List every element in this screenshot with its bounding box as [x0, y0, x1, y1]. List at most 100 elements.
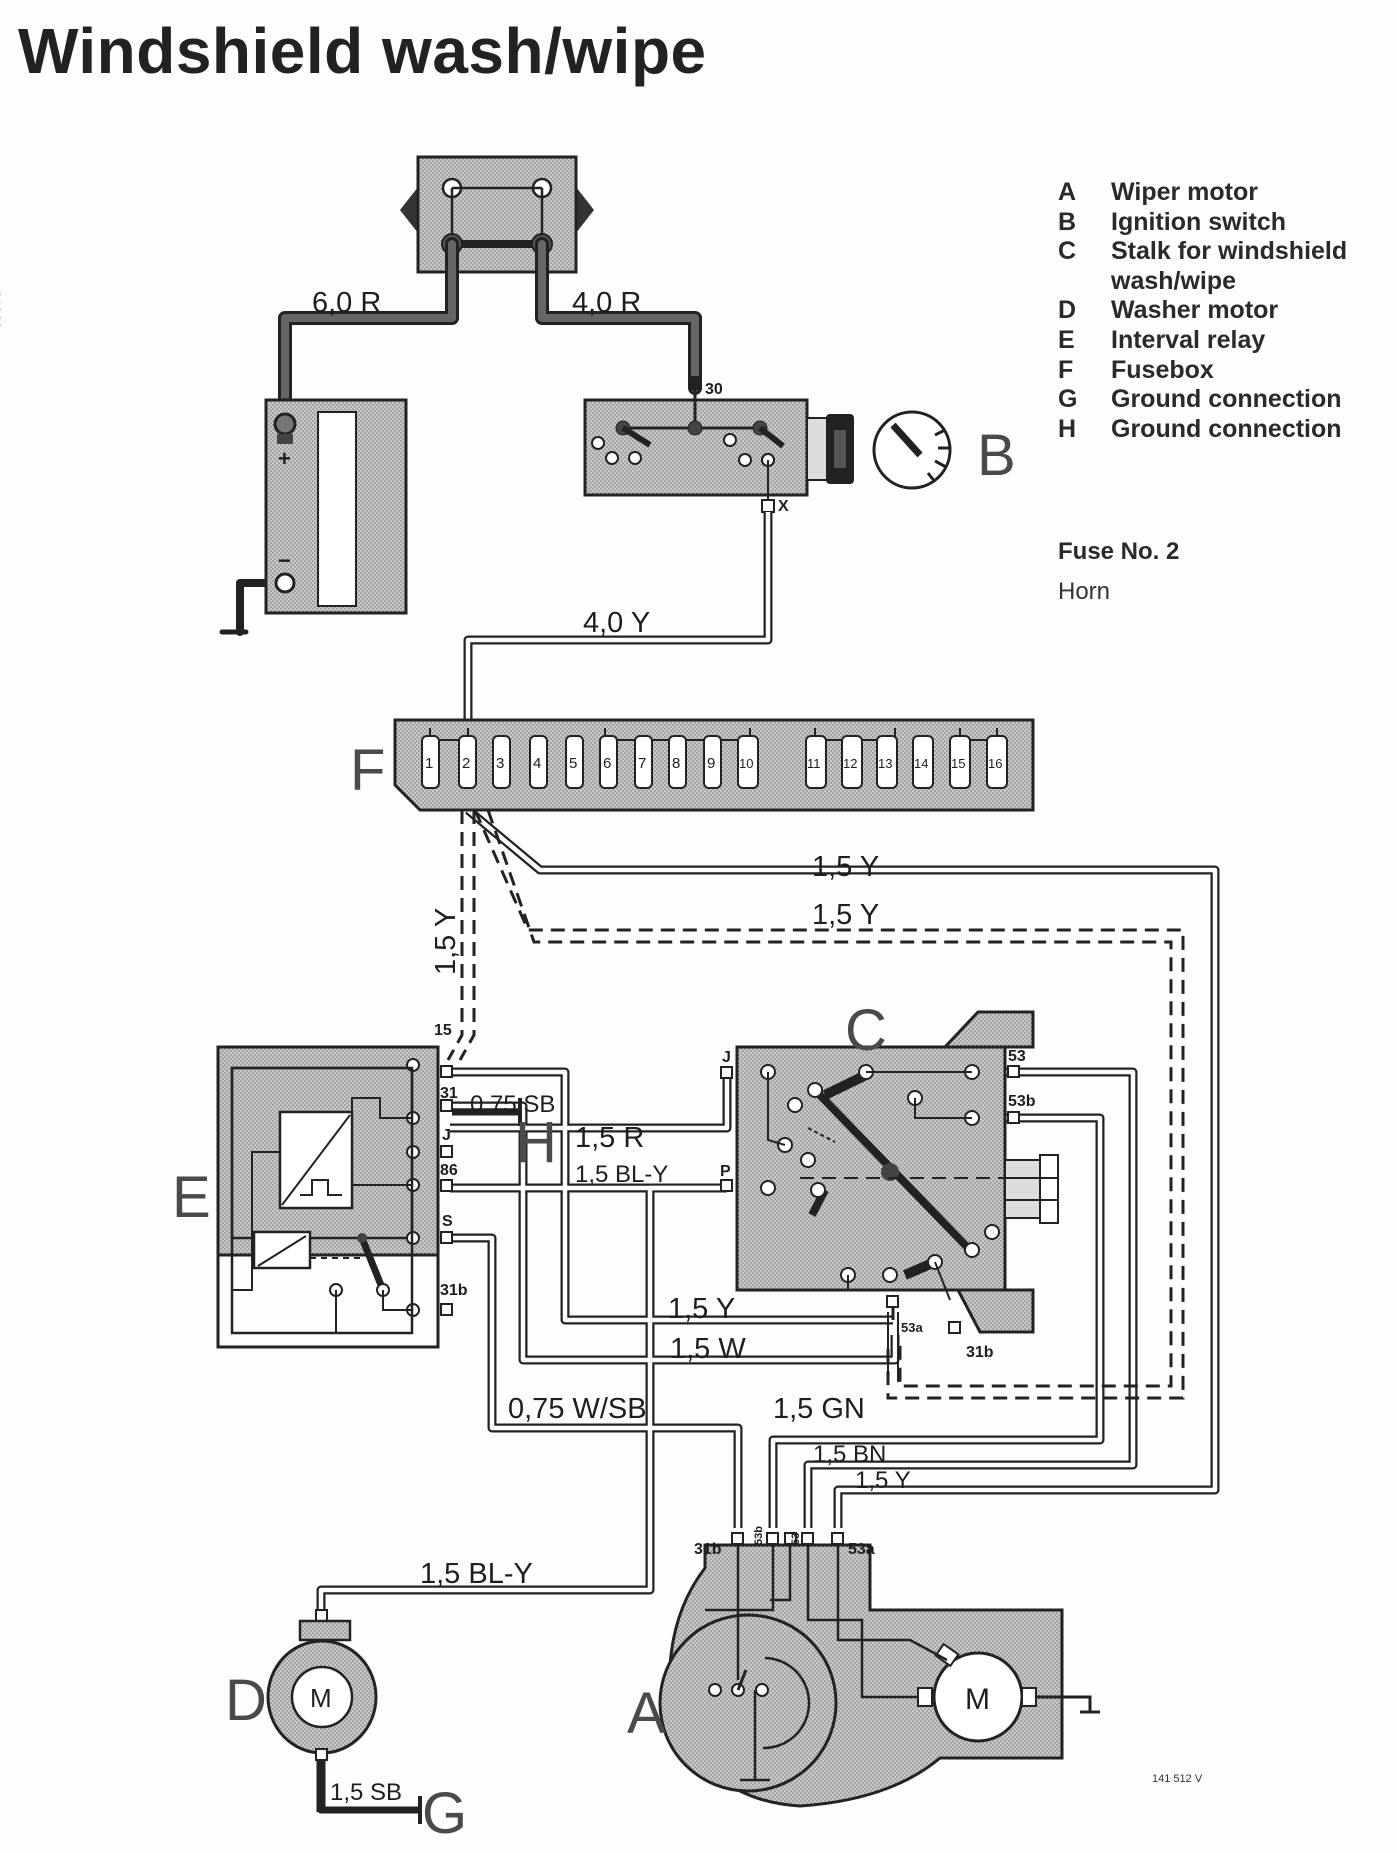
fuse-12-label: 12	[843, 756, 857, 771]
battery-plus: +	[278, 446, 291, 471]
legend-letter: B	[1058, 207, 1077, 236]
relay-terminal-s: S	[442, 1213, 453, 1230]
reference-code: 141 512 V	[1152, 1773, 1203, 1785]
wire-label-0-75-sb: 0,75 SB	[470, 1091, 555, 1118]
letter-f: F	[350, 738, 385, 803]
letter-c: C	[845, 998, 887, 1063]
letter-g: G	[422, 1781, 467, 1846]
legend-text: Washer motor	[1111, 296, 1279, 325]
legend-text: Fusebox	[1111, 355, 1214, 384]
legend-letter: C	[1058, 237, 1077, 266]
relay-terminal-86: 86	[440, 1162, 458, 1179]
wiper-motor: M 31b 53a 53b 53	[658, 1526, 1100, 1808]
legend-letter: G	[1058, 385, 1078, 414]
letter-e: E	[172, 1165, 211, 1230]
legend-text: Wiper motor	[1111, 178, 1258, 206]
fuse-4-label: 4	[533, 755, 541, 772]
wire-label-6-0-r: 6,0 R	[312, 287, 381, 319]
stalk-switch: J P 53 53b 53a 31b	[720, 1010, 1059, 1382]
battery: + −	[264, 398, 408, 615]
fuse-2-label: 2	[462, 755, 470, 772]
wiper-terminal-53b: 53b	[753, 1526, 765, 1545]
wiper-terminal-53a: 53a	[848, 1541, 875, 1558]
stalk-terminal-53: 53	[1008, 1048, 1026, 1065]
component-letters: B F C E H D A G	[172, 423, 1016, 1846]
junction-block	[400, 155, 594, 274]
fuse-5-label: 5	[569, 755, 577, 772]
legend: A Wiper motor B Ignition switch C Stalk for…	[1058, 178, 1361, 444]
wire-label-1-5-y-top1: 1,5 Y	[812, 851, 879, 883]
legend-item: F Fusebox	[1058, 356, 1361, 386]
fuse-subtitle: Horn	[1058, 578, 1111, 605]
legend-text: Ignition switch	[1111, 207, 1286, 236]
stalk-terminal-53b: 53b	[1008, 1093, 1036, 1110]
fuse-9-label: 9	[707, 755, 715, 772]
fuse-8-label: 8	[672, 755, 680, 772]
letter-b: B	[977, 423, 1016, 488]
legend-letter: D	[1058, 296, 1077, 325]
washer-motor-symbol: M	[310, 1683, 332, 1713]
legend-item: C Stalk for windshield wash/wipe	[1058, 237, 1361, 296]
terminal-30: 30	[705, 381, 723, 398]
wire-label-1-5-w: 1,5 W	[670, 1333, 746, 1365]
wiper-terminal-53: 53	[790, 1533, 802, 1545]
wire-label-1-5-r: 1,5 R	[575, 1122, 644, 1154]
ignition-switch: 30 X	[583, 376, 952, 515]
washer-motor: M	[266, 1609, 378, 1761]
legend-item: A Wiper motor	[1058, 178, 1361, 208]
ground-h-wire	[452, 1098, 522, 1126]
relay-terminal-j: J	[442, 1127, 451, 1144]
wire-label-1-5-bl-y-low: 1,5 BL-Y	[420, 1558, 533, 1590]
interval-relay: 15 31 J 86 S 31b	[216, 1022, 468, 1349]
wire-label-1-5-y-mid: 1,5 Y	[668, 1293, 735, 1325]
fuse-11-label: 11	[807, 756, 821, 771]
fuse-14-label: 14	[914, 756, 928, 771]
legend-letter: E	[1058, 325, 1075, 354]
fusebox: 1 2 3 4 5 6 7 8 9 10 11 12 13 14 15 16	[393, 718, 1035, 812]
letter-h: H	[515, 1110, 557, 1175]
letter-a: A	[627, 1681, 666, 1746]
wires	[316, 512, 1220, 1824]
battery-minus: −	[278, 548, 291, 573]
wire-labels: 6,0 R 4,0 R 4,0 Y 1,5 Y 1,5 Y 1,5 Y 0,75…	[312, 287, 911, 1806]
legend-letter: H	[1058, 414, 1077, 443]
fuses: 1 2 3 4 5 6 7 8 9 10 11 12 13 14 15 16	[421, 735, 1008, 789]
legend-text: Interval relay	[1111, 325, 1266, 354]
wiper-terminal-31b: 31b	[694, 1541, 722, 1558]
legend-letter: F	[1058, 355, 1074, 384]
fuse-16-label: 16	[988, 756, 1002, 771]
legend-text: Stalk for windshield wash/wipe	[1111, 237, 1348, 295]
fuse-title: Fuse No. 2	[1058, 538, 1180, 565]
stalk-terminal-53a: 53a	[901, 1320, 923, 1335]
relay-terminal-31: 31	[440, 1085, 458, 1102]
wire-label-1-5-y-vertical: 1,5 Y	[430, 908, 462, 975]
fuse-7-label: 7	[638, 755, 646, 772]
legend-text: Ground connection	[1111, 414, 1342, 443]
fuse-3-label: 3	[496, 755, 504, 772]
wire-label-1-5-y-top2: 1,5 Y	[812, 899, 879, 931]
page-title: Windshield wash/wipe	[18, 15, 707, 87]
fuse-1-label: 1	[425, 755, 433, 772]
stalk-terminal-j: J	[722, 1049, 731, 1066]
legend-text: Ground connection	[1111, 385, 1342, 414]
dashed-wires	[446, 809, 1185, 1400]
letter-d: D	[225, 1668, 267, 1733]
fuse-15-label: 15	[951, 756, 965, 771]
terminal-x: X	[778, 498, 789, 515]
legend-item: B Ignition switch	[1058, 208, 1361, 238]
legend-letter: A	[1058, 178, 1077, 206]
wire-label-1-5-bn: 1,5 BN	[813, 1441, 886, 1468]
wire-label-1-5-y-low: 1,5 Y	[855, 1467, 911, 1494]
wire-label-4-0-y: 4,0 Y	[583, 607, 650, 639]
legend-item: G Ground connection	[1058, 385, 1361, 415]
wire-label-1-5-gn: 1,5 GN	[773, 1393, 865, 1425]
relay-terminal-31b: 31b	[440, 1282, 468, 1299]
wire-label-1-5-bl-y-mid: 1,5 BL-Y	[575, 1161, 668, 1188]
wire-label-1-5-sb: 1,5 SB	[330, 1779, 402, 1806]
relay-terminal-15: 15	[434, 1022, 452, 1039]
legend-item: H Ground connection	[1058, 415, 1361, 445]
legend-item: D Washer motor	[1058, 296, 1361, 326]
wire-label-0-75-w-sb: 0,75 W/SB	[508, 1393, 647, 1425]
stalk-terminal-p: P	[720, 1163, 731, 1180]
